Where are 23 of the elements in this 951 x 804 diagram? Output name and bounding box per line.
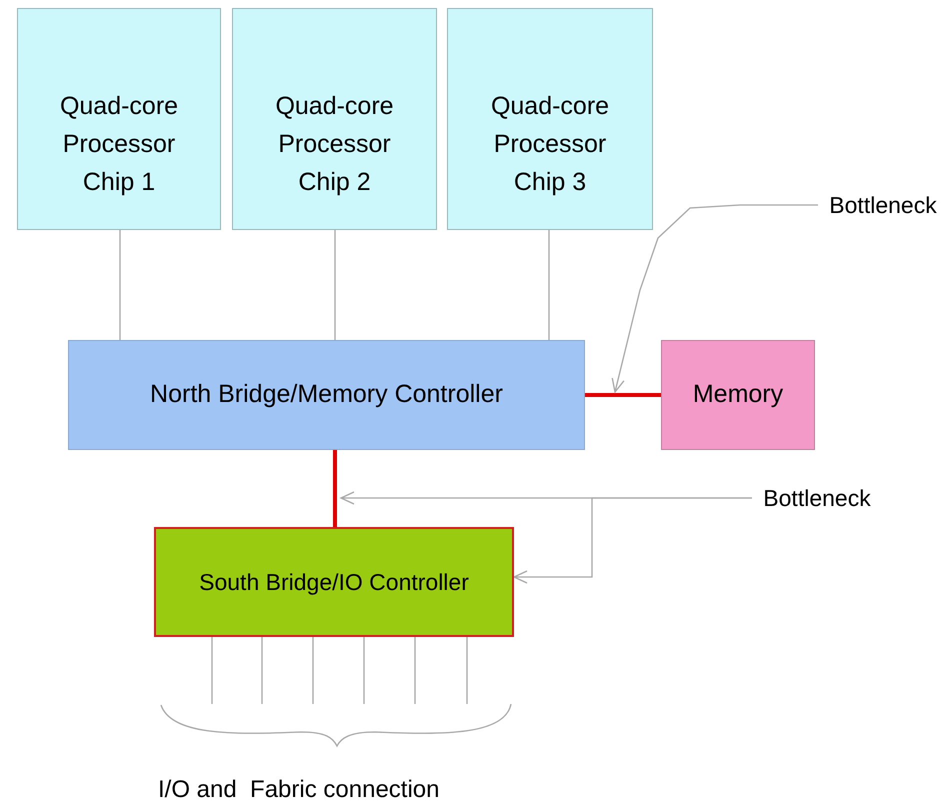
connector-line <box>585 393 661 397</box>
connector-line <box>312 637 314 704</box>
controller-box: North Bridge/Memory Controller <box>68 340 585 450</box>
connector-line <box>211 637 213 704</box>
connector-line <box>333 450 337 527</box>
connector-line <box>548 230 550 340</box>
connector-line <box>119 230 121 340</box>
callout-text: Bottleneck <box>818 189 948 221</box>
callout-text: Bottleneck <box>752 482 882 514</box>
caption-label: I/O and Fabric connection <box>158 775 440 804</box>
controller-box: South Bridge/IO Controller <box>154 527 514 637</box>
curly-brace <box>160 704 512 748</box>
processor-box: Quad-core Processor Chip 3 <box>447 8 653 230</box>
connector-line <box>466 637 468 704</box>
connector-line <box>363 637 365 704</box>
connector-line <box>414 637 416 704</box>
leader-arrow <box>513 497 752 584</box>
leader-arrow <box>612 204 818 393</box>
connector-line <box>261 637 263 704</box>
processor-box: Quad-core Processor Chip 1 <box>17 8 221 230</box>
processor-box: Quad-core Processor Chip 2 <box>232 8 437 230</box>
memory-box: Memory <box>661 340 815 450</box>
connector-line <box>334 230 336 340</box>
